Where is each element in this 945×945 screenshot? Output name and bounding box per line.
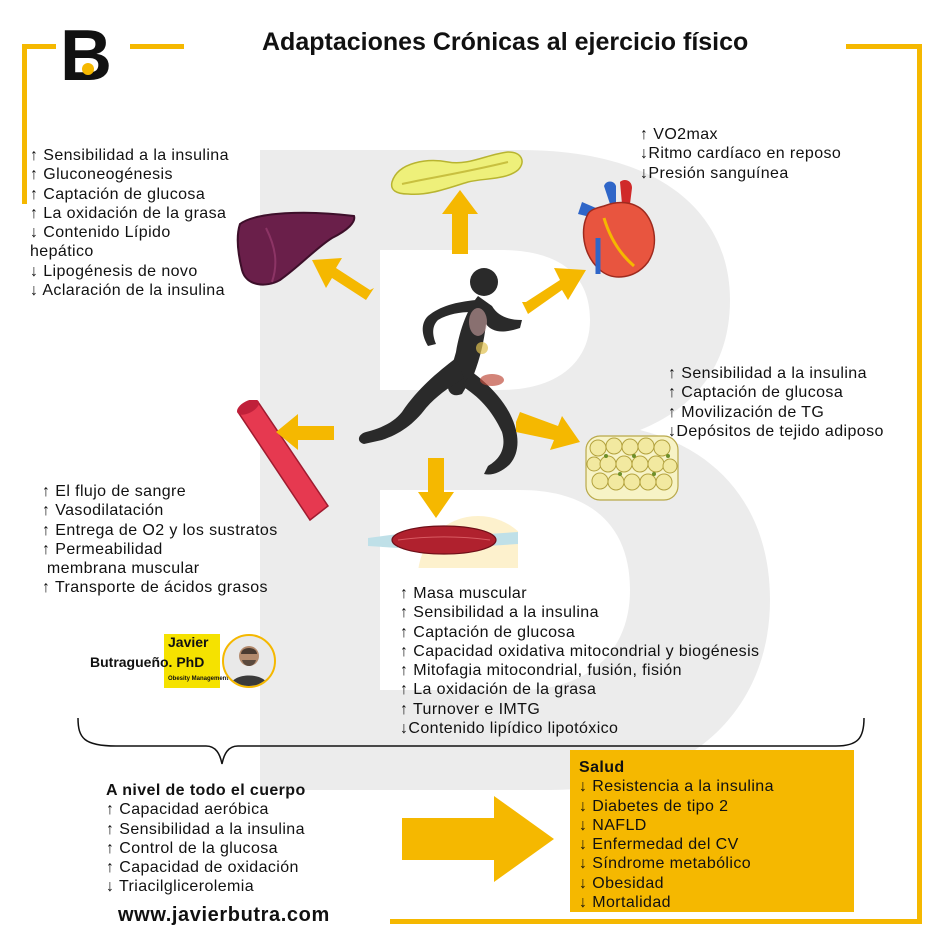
list-item: ↓Presión sanguínea [640,164,789,182]
list-item: ↑ VO2max [640,126,718,143]
whole-body-list: A nivel de todo el cuerpo ↑ Capacidad ae… [106,781,306,897]
liver-illustration [236,211,356,286]
list-item: ↑ Transporte de ácidos grasos [42,579,268,597]
muscle-adaptations-list: ↑ Masa muscular ↑ Sensibilidad a la insu… [400,584,759,738]
list-item: ↓ Aclaración de la insulina [30,282,225,300]
list-item: ↓ Síndrome metabólico [579,855,752,873]
list-item: ↑ Captación de glucosa [668,384,844,402]
arrow-to-muscle [418,458,454,518]
list-item: ↓Depósitos de tejido adiposo [668,422,884,440]
heart-illustration [578,180,656,278]
list-item: ↑ Control de la glucosa [106,839,278,857]
logo-b: B [60,18,112,86]
adipose-tissue-illustration [585,435,679,501]
frame-right [917,44,922,924]
list-item: ↑ Sensibilidad a la insulina [30,147,229,164]
list-item: ↓ Triacilglicerolemia [106,878,254,896]
list-item: ↓ Enfermedad del CV [579,836,739,854]
list-item: ↑ Capacidad de oxidación [106,859,299,877]
frame-top-left-2 [130,44,184,49]
arrow-to-pancreas [442,190,478,254]
list-item: ↓Ritmo cardíaco en reposo [640,145,842,163]
arrow-to-heart [522,268,586,314]
list-item: ↑ Sensibilidad a la insulina [106,820,305,838]
arrow-to-salud [402,796,554,882]
list-item: ↑ Captación de glucosa [400,623,576,641]
author-subtitle: Obesity Management School [168,676,251,682]
list-item: ↑ La oxidación de la grasa [30,204,227,222]
list-item: ↑ Gluconeogénesis [30,166,173,184]
runner-illustration [358,268,522,475]
list-item: ↓ Mortalidad [579,894,671,912]
list-item: ↓ NAFLD [579,816,647,834]
adipose-adaptations-list: ↑ Sensibilidad a la insulina ↑ Captación… [668,364,884,441]
page-title: Adaptaciones Crónicas al ejercicio físic… [262,28,749,56]
vessel-adaptations-list: ↑ El flujo de sangre ↑ Vasodilatación ↑ … [42,482,278,598]
frame-bottom [390,919,922,924]
list-item: ↓ Obesidad [579,874,664,892]
list-item: ↑ Mitofagia mitocondrial, fusión, fisión [400,662,682,680]
list-item: membrana muscular [42,560,200,578]
curly-brace [77,718,865,765]
salud-list: Salud ↓ Resistencia a la insulina ↓ Diab… [570,750,854,912]
list-item: ↓ Lipogénesis de novo [30,262,198,280]
list-item: ↑ Capacidad aeróbica [106,801,269,819]
list-item: ↑ Capacidad oxidativa mitocondrial y bio… [400,642,760,660]
list-item: ↓ Contenido Lípido [30,224,171,242]
list-item: ↑ La oxidación de la grasa [400,681,597,699]
salud-heading: Salud [579,759,625,776]
list-item: ↑ El flujo de sangre [42,483,187,500]
list-item: ↓ Diabetes de tipo 2 [579,797,729,815]
list-item: ↑ Sensibilidad a la insulina [668,365,867,382]
author-name-line1: Javier [168,634,209,650]
liver-adaptations-list: ↑ Sensibilidad a la insulina ↑ Gluconeog… [30,146,229,300]
author-card: Javier Butragueño. PhD Obesity Managemen… [88,632,278,694]
list-item: ↓ Resistencia a la insulina [579,778,774,796]
muscle-illustration [368,516,518,568]
arrow-to-adipose [516,412,580,450]
list-item: ↑ Turnover e IMTG [400,700,541,718]
list-item: ↑ Sensibilidad a la insulina [400,604,599,622]
website-link[interactable]: www.javierbutra.com [118,904,330,926]
list-item: ↑ Vasodilatación [42,502,164,520]
logo-letter: B [60,18,112,86]
list-item: ↑ Entrega de O2 y los sustratos [42,521,278,539]
salud-box: Salud ↓ Resistencia a la insulina ↓ Diab… [570,750,854,912]
heart-adaptations-list: ↑ VO2max ↓Ritmo cardíaco en reposo ↓Pres… [640,125,841,183]
list-item: ↑ Permeabilidad [42,540,163,558]
list-item: hepático [30,243,94,261]
frame-top-right [846,44,922,49]
whole-body-heading: A nivel de todo el cuerpo [106,782,306,799]
watermark-b [260,150,770,790]
blood-vessel-illustration [236,400,330,522]
pancreas-illustration [390,151,523,196]
frame-top-left [22,44,56,49]
frame-left [22,44,27,204]
arrow-to-liver [312,258,374,300]
list-item: ↓Contenido lipídico lipotóxico [400,720,619,738]
author-name-box [164,634,220,688]
list-item: ↑ Movilización de TG [668,403,825,421]
arrow-to-vessel [276,414,334,450]
author-name-line2: Butragueño. PhD [90,654,205,670]
list-item: ↑ Captación de glucosa [30,185,206,203]
list-item: ↑ Masa muscular [400,585,527,602]
author-avatar [222,634,276,688]
